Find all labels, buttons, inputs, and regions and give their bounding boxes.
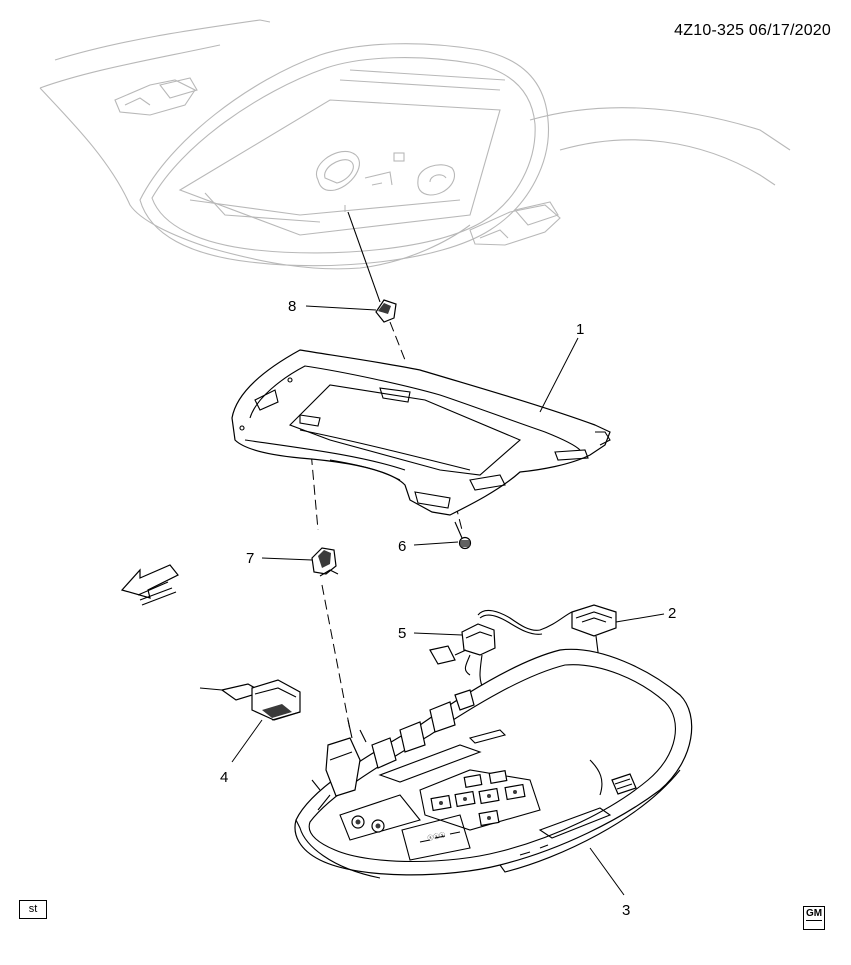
part-3-overhead-console: ⓢⓢⓢ xyxy=(294,648,693,879)
callout-7: 7 xyxy=(246,550,254,567)
callout-1: 1 xyxy=(576,321,584,338)
gm-logo: GM xyxy=(803,906,825,930)
part-4-connector xyxy=(220,679,301,721)
gm-logo-bar xyxy=(806,920,822,927)
roof-headliner-context xyxy=(39,19,791,270)
leader-7 xyxy=(261,557,313,561)
alignment-line-8-lower xyxy=(389,321,441,461)
leader-2 xyxy=(615,613,665,623)
leader-6 xyxy=(413,541,459,546)
alignment-line-8 xyxy=(347,211,381,303)
callout-6: 6 xyxy=(398,538,406,555)
leader-3 xyxy=(589,847,625,896)
callout-4: 4 xyxy=(220,769,228,786)
callout-2: 2 xyxy=(668,605,676,622)
gm-logo-text: GM xyxy=(805,908,823,919)
part-8-clip xyxy=(375,299,397,323)
leader-1 xyxy=(539,337,579,413)
part-5-connector xyxy=(429,623,496,691)
callouts: 8 1 6 7 2 5 4 3 xyxy=(220,298,676,919)
st-box: st xyxy=(19,900,47,919)
leader-8 xyxy=(305,305,377,311)
part-7-clip xyxy=(311,547,339,577)
callout-3: 3 xyxy=(622,902,630,919)
leader-5 xyxy=(413,632,463,636)
part-1-bracket xyxy=(231,349,611,516)
leader-4 xyxy=(231,719,263,763)
callout-8: 8 xyxy=(288,298,296,315)
svg-text:ⓢⓢⓢ: ⓢⓢⓢ xyxy=(427,831,446,843)
front-direction-arrow-icon: FRT xyxy=(120,564,179,606)
diagram-code-date: 4Z10-325 06/17/2020 xyxy=(674,22,831,39)
part-2-sensor-harness xyxy=(477,604,617,669)
part-6-screw xyxy=(454,521,472,550)
callout-5: 5 xyxy=(398,625,406,642)
alignment-line-7 xyxy=(309,439,351,731)
harness-lead-line xyxy=(199,687,223,691)
